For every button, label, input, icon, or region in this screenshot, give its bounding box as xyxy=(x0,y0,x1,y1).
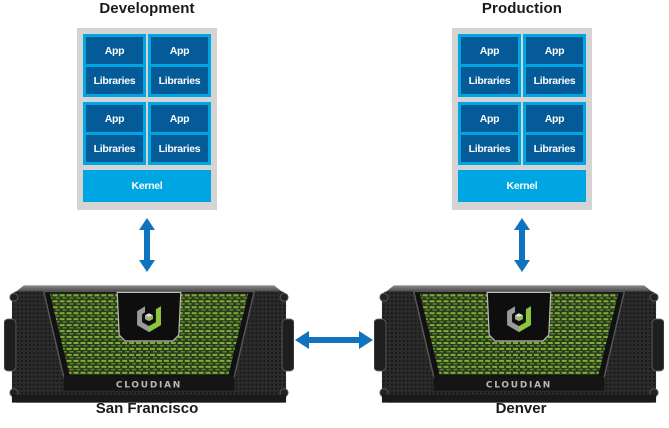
container: App Libraries xyxy=(83,102,146,165)
server-brand: CLOUDIAN xyxy=(116,381,182,391)
app-block: App xyxy=(86,37,143,64)
container: App Libraries xyxy=(83,34,146,97)
production-stack: App Libraries App Libraries App Librarie… xyxy=(452,28,592,210)
container: App Libraries xyxy=(523,102,586,165)
app-block: App xyxy=(461,105,518,132)
container: App Libraries xyxy=(458,102,521,165)
app-block: App xyxy=(461,37,518,64)
kernel-block: Kernel xyxy=(458,170,586,202)
app-block: App xyxy=(151,37,208,64)
libraries-block: Libraries xyxy=(461,67,518,94)
libraries-block: Libraries xyxy=(86,135,143,162)
replication-arrow-icon xyxy=(295,331,373,349)
libraries-block: Libraries xyxy=(86,67,143,94)
denver-label: Denver xyxy=(495,400,547,417)
production-title: Production xyxy=(481,0,563,17)
denver-server-icon: CLOUDIAN xyxy=(374,285,664,403)
container: App Libraries xyxy=(458,34,521,97)
container: App Libraries xyxy=(523,34,586,97)
san-francisco-label: San Francisco xyxy=(95,400,199,417)
libraries-block: Libraries xyxy=(526,67,583,94)
libraries-block: Libraries xyxy=(461,135,518,162)
libraries-block: Libraries xyxy=(526,135,583,162)
container: App Libraries xyxy=(148,102,211,165)
development-title: Development xyxy=(99,0,195,17)
app-block: App xyxy=(151,105,208,132)
libraries-block: Libraries xyxy=(151,135,208,162)
libraries-block: Libraries xyxy=(151,67,208,94)
app-block: App xyxy=(526,105,583,132)
server-brand: CLOUDIAN xyxy=(486,381,552,391)
development-stack: App Libraries App Libraries App Librarie… xyxy=(77,28,217,210)
dev-sync-arrow-icon xyxy=(139,218,155,272)
kernel-block: Kernel xyxy=(83,170,211,202)
app-block: App xyxy=(86,105,143,132)
container: App Libraries xyxy=(148,34,211,97)
prod-sync-arrow-icon xyxy=(514,218,530,272)
san-francisco-server-icon: CLOUDIAN xyxy=(4,285,294,403)
app-block: App xyxy=(526,37,583,64)
